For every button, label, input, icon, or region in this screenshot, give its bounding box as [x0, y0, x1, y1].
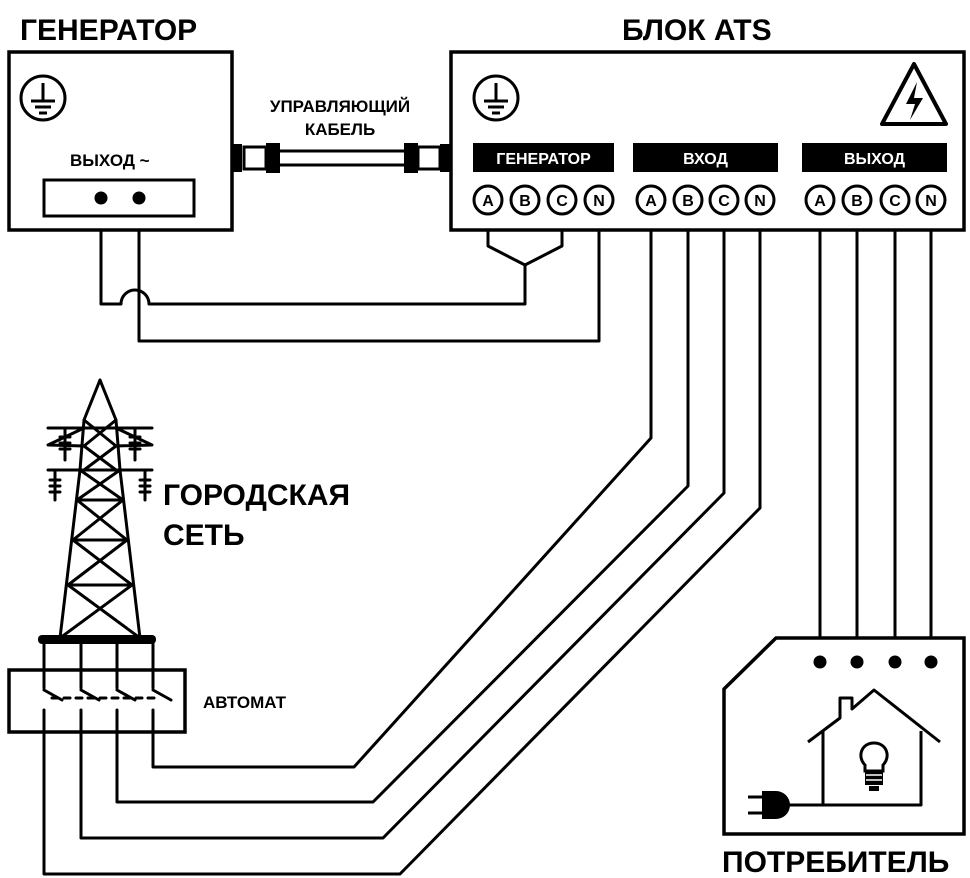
light-bulb-icon [859, 741, 889, 791]
generator-title: ГЕНЕРАТОР [20, 14, 197, 47]
consumer-terminal [850, 655, 864, 669]
generator-output-socket [42, 178, 196, 218]
ats-terminal: A [804, 184, 836, 216]
ground-icon [472, 74, 520, 122]
generator-feed-wires [99, 196, 601, 343]
grid-label-line1: ГОРОДСКАЯ [163, 479, 350, 512]
ats-terminal: B [841, 184, 873, 216]
svg-text:C: C [889, 193, 901, 210]
breaker-label: АВТОМАТ [203, 693, 287, 712]
ground-icon [19, 74, 67, 122]
ats-group-label-generator: ГЕНЕРАТОР [496, 151, 591, 168]
svg-text:A: A [645, 193, 657, 210]
svg-text:N: N [754, 193, 766, 210]
svg-text:A: A [814, 193, 826, 210]
svg-text:B: B [519, 193, 531, 210]
ats-title: БЛОК ATS [622, 14, 772, 47]
svg-text:N: N [593, 193, 605, 210]
ats-terminal: C [546, 184, 578, 216]
ats-terminal: A [635, 184, 667, 216]
ats-terminal: C [879, 184, 911, 216]
high-voltage-warning-icon [880, 62, 948, 126]
ats-terminal: N [744, 184, 776, 216]
svg-text:A: A [482, 193, 494, 210]
ats-group-header-output [802, 143, 947, 172]
consumer-terminal [924, 655, 938, 669]
house-icon [807, 688, 941, 807]
ats-terminal: B [509, 184, 541, 216]
breaker-box [7, 668, 187, 734]
svg-text:N: N [925, 193, 937, 210]
svg-text:C: C [718, 193, 730, 210]
ats-group-label-input: ВХОД [683, 151, 728, 168]
generator-output-label: ВЫХОД ~ [70, 151, 150, 170]
ats-terminal: N [583, 184, 615, 216]
plug-icon [748, 791, 825, 819]
svg-text:B: B [682, 193, 694, 210]
consumer-output-wires [818, 212, 933, 664]
pylon-base [38, 635, 156, 644]
ats-terminal: B [672, 184, 704, 216]
ats-group-header-input [633, 143, 778, 172]
power-pylon-icon [46, 378, 154, 640]
svg-text:C: C [556, 193, 568, 210]
ats-group-header-generator [473, 143, 614, 172]
ats-group-label-output: ВЫХОД [844, 151, 906, 168]
control-cable-label-line1: УПРАВЛЯЮЩИЙ [270, 97, 410, 116]
generator-output-terminal [132, 191, 146, 205]
generator-output-terminal [94, 191, 108, 205]
consumer-terminal [813, 655, 827, 669]
ats-box: ГЕНЕРАТОР ВХОД ВЫХОД A B C N A B C N A B… [449, 50, 966, 232]
consumer-box [722, 636, 966, 836]
consumer-terminal [888, 655, 902, 669]
control-cable-label-line2: КАБЕЛЬ [305, 120, 375, 139]
control-cable: УПРАВЛЯЮЩИЙ КАБЕЛЬ [232, 97, 450, 173]
ats-terminal: N [915, 184, 947, 216]
grid-label-line2: СЕТЬ [163, 519, 245, 552]
ats-terminal: C [708, 184, 740, 216]
ats-terminal: A [472, 184, 504, 216]
generator-box: ВЫХОД ~ [7, 50, 234, 232]
grid-input-wires [42, 212, 762, 876]
consumer-title: ПОТРЕБИТЕЛЬ [722, 846, 949, 878]
svg-text:B: B [851, 193, 863, 210]
